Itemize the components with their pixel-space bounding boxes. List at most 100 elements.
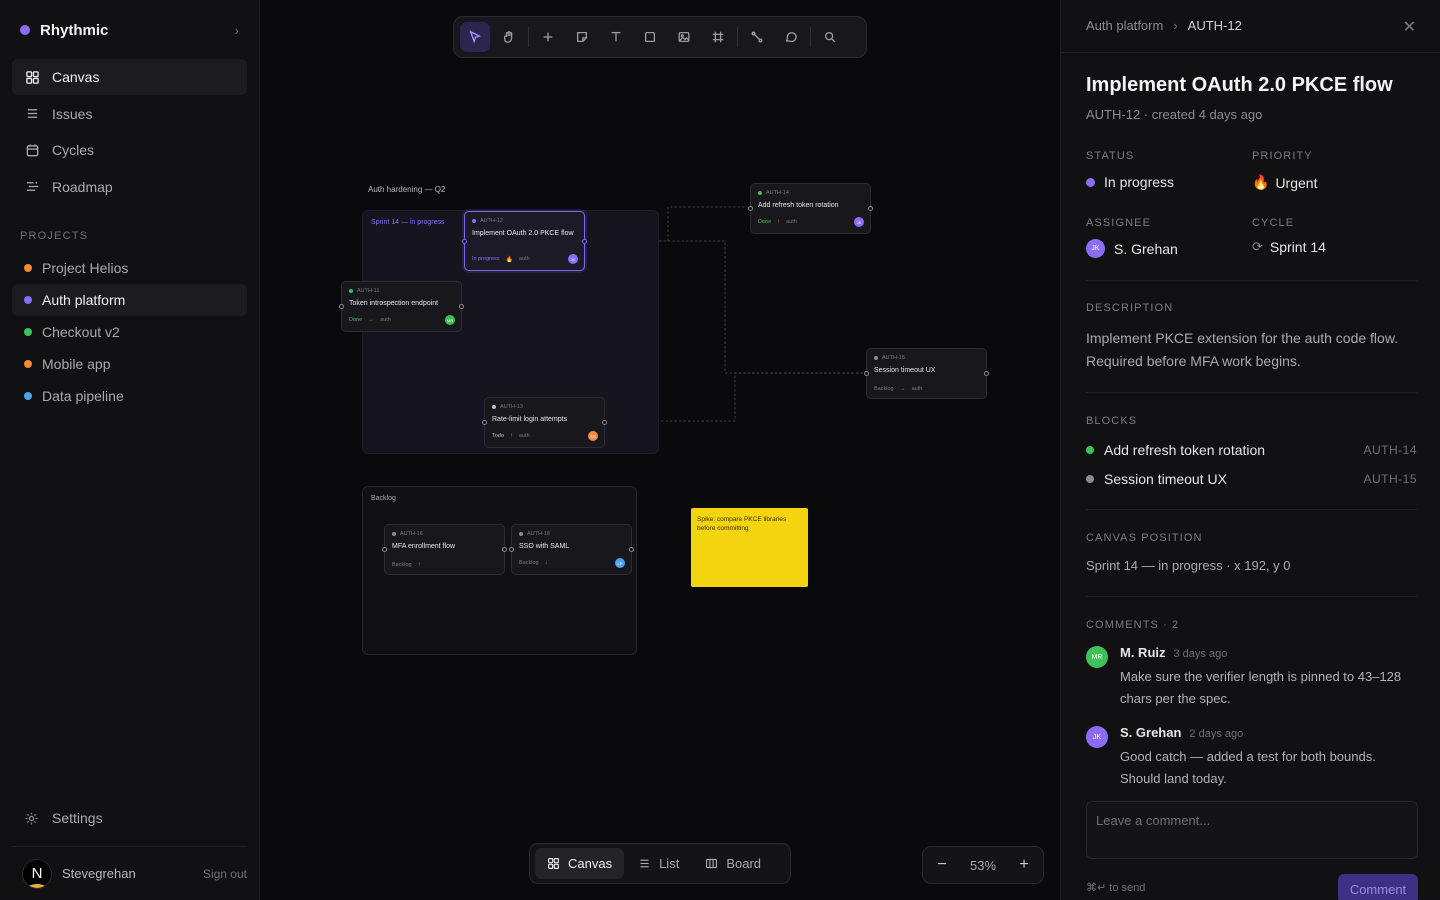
settings-link[interactable]: Settings <box>24 810 103 826</box>
zoom-level[interactable]: 53% <box>969 857 997 873</box>
project-item-auth-platform[interactable]: Auth platform <box>12 284 247 316</box>
project-item-helios[interactable]: Project Helios <box>12 252 247 284</box>
workspace-switcher[interactable]: Rhythmic › <box>20 18 239 42</box>
card-id-text: AUTH-15 <box>882 355 905 361</box>
canvas-area[interactable]: Auth hardening — Q2 Sprint 14 — in progr… <box>260 0 1060 900</box>
search-tool[interactable] <box>815 22 845 52</box>
projects-heading: PROJECTS <box>20 230 89 242</box>
connector-handle[interactable] <box>602 420 607 425</box>
nav-item-cycles[interactable]: Cycles <box>12 132 247 168</box>
breadcrumb-project[interactable]: Auth platform <box>1086 18 1164 33</box>
comment-input[interactable]: Leave a comment... <box>1086 801 1418 859</box>
status-dot <box>1086 177 1095 187</box>
comment-tool[interactable] <box>776 22 806 52</box>
zoom-in-button[interactable]: + <box>1019 856 1029 873</box>
sticky-note-text: Spike: compare PKCE libraries before com… <box>697 516 787 532</box>
issue-card-auth-15[interactable]: AUTH-15 Session timeout UX Backlog → aut… <box>864 348 989 399</box>
roadmap-icon <box>24 179 40 195</box>
hand-icon <box>503 31 513 43</box>
issue-card-auth-11[interactable]: AUTH-11 Token introspection endpoint Don… <box>339 281 464 332</box>
sign-out-link[interactable]: Sign out <box>202 866 247 881</box>
priority-selector[interactable]: 🔥 Urgent <box>1252 174 1317 191</box>
sticky-note[interactable]: Spike: compare PKCE libraries before com… <box>691 508 808 587</box>
card-assignee-avatar: JK <box>568 254 578 264</box>
issue-card-auth-16[interactable]: AUTH-16 MFA enrollment flow Backlog ↑ <box>382 524 507 575</box>
text-tool[interactable] <box>601 22 631 52</box>
description-text[interactable]: Implement PKCE extension for the auth co… <box>1086 330 1399 369</box>
blocked-issue-row[interactable]: Session timeout UX AUTH-15 <box>1086 469 1417 489</box>
issue-card-auth-14[interactable]: AUTH-14 Add refresh token rotation Done … <box>748 183 873 234</box>
cycle-selector[interactable]: ⟳ Sprint 14 <box>1252 239 1326 255</box>
card-title: SSO with SAML <box>519 543 570 550</box>
card-title: Rate-limit login attempts <box>492 416 568 423</box>
card-footer: Done → auth MR <box>349 315 455 325</box>
project-list: Project Helios Auth platform Checkout v2… <box>12 252 247 412</box>
project-item-mobile[interactable]: Mobile app <box>12 348 247 380</box>
status-selector[interactable]: In progress <box>1086 174 1174 190</box>
issue-card-auth-13[interactable]: AUTH-13 Rate-limit login attempts Todo ↑… <box>482 397 607 448</box>
comment-submit-button[interactable]: Comment <box>1338 874 1418 900</box>
priority-urgent-icon: 🔥 <box>505 256 513 263</box>
zoom-out-button[interactable]: − <box>937 856 947 873</box>
nav-item-roadmap[interactable]: Roadmap <box>12 169 247 205</box>
note-tool[interactable] <box>567 22 597 52</box>
image-tool[interactable] <box>669 22 699 52</box>
blocked-issue-row[interactable]: Add refresh token rotation AUTH-14 <box>1086 440 1417 460</box>
assignee-selector[interactable]: JK S. Grehan <box>1086 239 1178 258</box>
blocked-issue-title: Session timeout UX <box>1104 471 1227 487</box>
comment-body: Good catch — added a test for both bound… <box>1120 749 1376 786</box>
header-divider <box>1061 52 1440 53</box>
assignee-label: ASSIGNEE <box>1086 217 1152 229</box>
card-label: auth <box>518 433 530 439</box>
connector-handle[interactable] <box>459 304 464 309</box>
view-list-button[interactable]: List <box>626 848 691 879</box>
search-icon <box>824 31 836 43</box>
connector-handle[interactable] <box>502 547 507 552</box>
user-name: Stevegrehan <box>62 866 136 881</box>
connector-tool[interactable] <box>742 22 772 52</box>
select-tool[interactable] <box>460 22 490 52</box>
connector-handle[interactable] <box>462 239 467 244</box>
issue-title[interactable]: Implement OAuth 2.0 PKCE flow <box>1086 74 1393 96</box>
nav-item-issues[interactable]: Issues <box>12 96 247 132</box>
connector-handle[interactable] <box>748 206 753 211</box>
issue-card-auth-18[interactable]: AUTH-18 SSO with SAML Backlog ↓ LP <box>509 524 634 575</box>
project-item-data-pipeline[interactable]: Data pipeline <box>12 380 247 412</box>
group-label: Sprint 14 — in progress <box>371 219 445 226</box>
zoom-control: − 53% + <box>922 846 1044 884</box>
hand-tool[interactable] <box>494 22 524 52</box>
card-assignee-avatar: MR <box>445 315 455 325</box>
shape-tool[interactable] <box>635 22 665 52</box>
priority-medium-icon: → <box>899 386 906 392</box>
status-dot <box>472 219 476 223</box>
connector-handle[interactable] <box>339 304 344 309</box>
project-item-checkout[interactable]: Checkout v2 <box>12 316 247 348</box>
connector-handle[interactable] <box>382 547 387 552</box>
card-status: Backlog <box>874 386 894 392</box>
view-board-button[interactable]: Board <box>693 848 773 879</box>
connector-handle[interactable] <box>509 547 514 552</box>
add-tool[interactable] <box>533 22 563 52</box>
priority-high-icon: ↑ <box>509 433 513 439</box>
canvas-position-label: CANVAS POSITION <box>1086 532 1203 544</box>
connector-handle[interactable] <box>984 371 989 376</box>
comment-author-name: S. Grehan <box>1120 725 1182 740</box>
image-icon <box>678 31 690 43</box>
nav-item-label: Canvas <box>52 69 100 85</box>
connector-handle[interactable] <box>482 420 487 425</box>
frame-tool[interactable] <box>703 22 733 52</box>
close-icon[interactable]: ✕ <box>1402 19 1416 36</box>
nav-item-canvas[interactable]: Canvas <box>12 59 247 95</box>
issue-card-auth-12[interactable]: AUTH-12 Implement OAuth 2.0 PKCE flow In… <box>462 211 587 271</box>
connector-handle[interactable] <box>582 239 587 244</box>
view-canvas-button[interactable]: Canvas <box>535 848 625 879</box>
status-dot <box>1086 475 1094 483</box>
user-avatar[interactable]: N <box>22 858 52 889</box>
connector-handle[interactable] <box>864 371 869 376</box>
card-id: AUTH-11 <box>349 288 380 294</box>
connector-handle[interactable] <box>629 547 634 552</box>
toolbar-separator <box>737 27 738 47</box>
connector-handle[interactable] <box>868 206 873 211</box>
connector-icon <box>751 31 763 43</box>
